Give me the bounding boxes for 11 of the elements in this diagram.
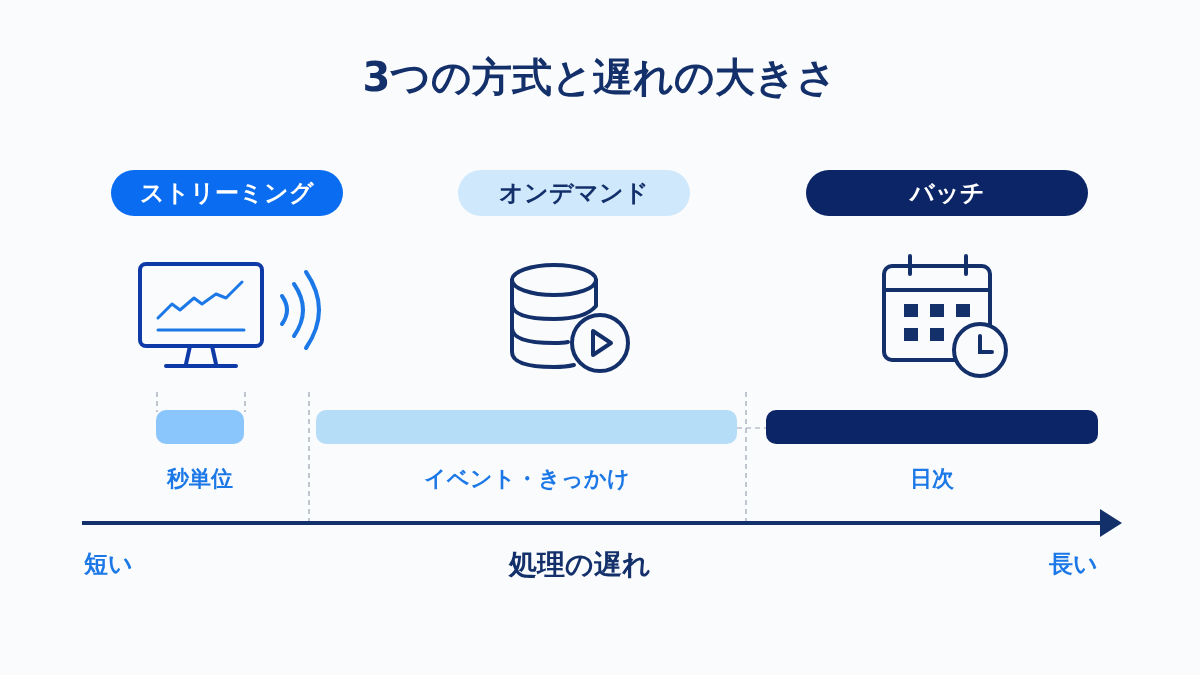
bar-caption: 日次 [909, 465, 955, 493]
bar-caption: イベント・きっかけ [422, 465, 631, 493]
axis-title: 処理の遅れ [507, 547, 652, 583]
bar-caption: 秒単位 [165, 465, 234, 493]
axis-end-label: 長い [1048, 549, 1098, 580]
dashed-connector [736, 427, 767, 429]
category-pill: バッチ [806, 170, 1088, 216]
axis-end-label: 短い [84, 549, 134, 580]
title: 3つの方式と遅れの大きさ [361, 53, 839, 102]
category-pill: ストリーミング [111, 170, 343, 216]
category-pill: オンデマンド [458, 170, 690, 216]
